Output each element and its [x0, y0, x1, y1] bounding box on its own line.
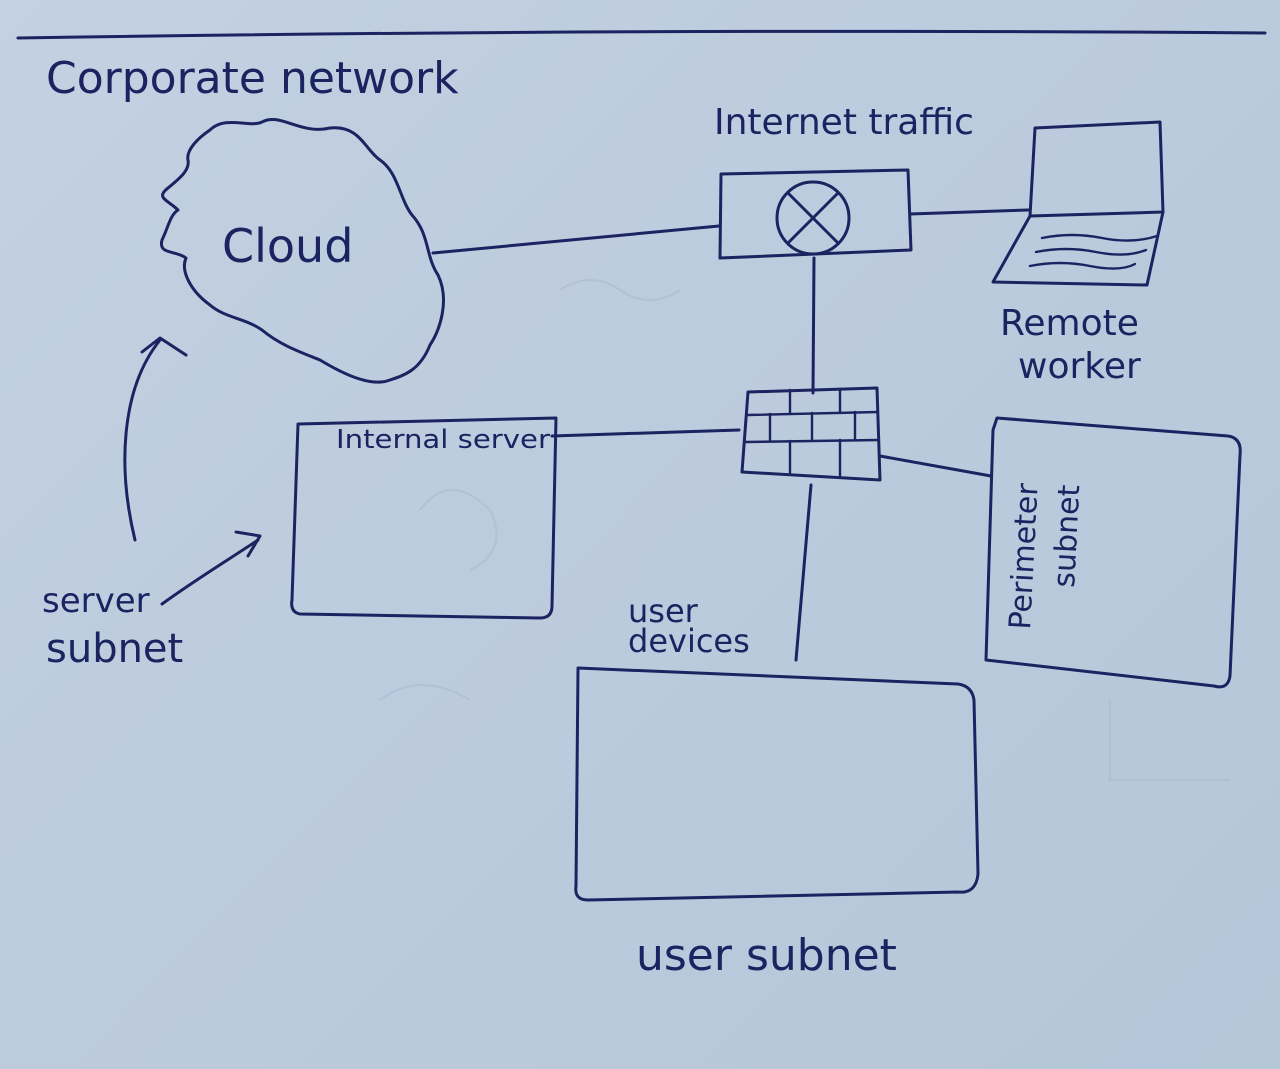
server-subnet-annotation: server subnet — [42, 336, 262, 672]
link-router-firewall — [811, 256, 816, 395]
link-cloud-router — [431, 224, 721, 255]
firewall-node — [740, 386, 882, 482]
user-devices-label-line1: user — [628, 592, 699, 630]
cloud-label: Cloud — [222, 219, 353, 273]
router-box — [718, 168, 913, 260]
server-subnet-label-line1: server — [42, 581, 150, 621]
perimeter-subnet-node: Perimeter subnet — [984, 416, 1242, 689]
server-subnet-label-line2: subnet — [46, 626, 183, 672]
arrow-to-server-box-icon — [160, 530, 262, 606]
user-subnet-box — [574, 666, 980, 902]
cloud-icon — [159, 117, 445, 384]
firewall-icon — [740, 386, 882, 482]
ghost-marks — [379, 279, 1230, 781]
internet-traffic-label: Internet traffic — [714, 102, 974, 143]
link-firewall-user-subnet — [794, 483, 813, 662]
diagram-title: Corporate network — [46, 53, 459, 104]
page-border-line — [16, 29, 1267, 40]
connections — [431, 208, 1030, 662]
cloud-node: Cloud — [159, 117, 445, 384]
internet-traffic-node: Internet traffic — [714, 102, 974, 260]
laptop-icon — [991, 120, 1165, 287]
perimeter-subnet-label-line2: subnet — [1047, 484, 1087, 589]
perimeter-subnet-box — [984, 416, 1242, 689]
router-icon — [775, 180, 851, 256]
internal-server-node: Internal server — [290, 416, 558, 620]
user-subnet-node: user devices user subnet — [574, 592, 980, 981]
remote-worker-label-line1: Remote — [1000, 303, 1139, 344]
internal-server-label: Internal server — [336, 425, 550, 455]
internal-server-box — [290, 416, 558, 620]
arrow-to-cloud-icon — [123, 336, 188, 542]
remote-worker-label-line2: worker — [1018, 346, 1141, 387]
perimeter-subnet-label-line1: Perimeter — [1003, 482, 1046, 631]
user-devices-label-line2: devices — [628, 622, 750, 660]
user-subnet-label: user subnet — [636, 930, 897, 981]
remote-worker-node: Remote worker — [991, 120, 1165, 387]
link-firewall-perimeter — [878, 454, 993, 478]
link-firewall-server — [550, 428, 741, 438]
link-router-laptop — [908, 208, 1030, 216]
